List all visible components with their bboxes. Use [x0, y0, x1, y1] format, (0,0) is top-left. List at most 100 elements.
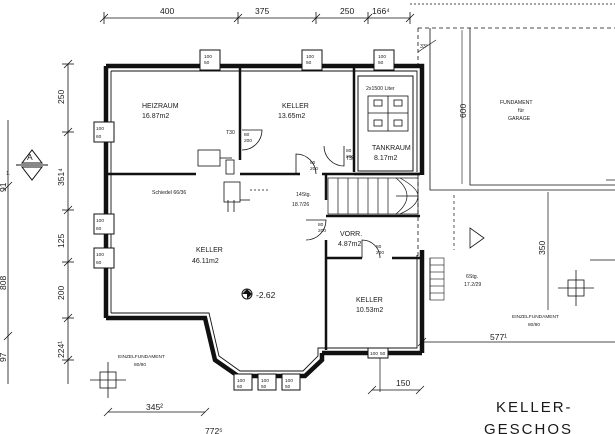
dim-left-200: 200 — [56, 286, 66, 300]
ext-stair-steps: 6Stg. — [466, 274, 478, 280]
einzel-left-size: 80/80 — [134, 362, 146, 368]
stair-steps: 14Stg. — [296, 192, 311, 198]
dim-garage-600: 600 — [458, 104, 468, 118]
dim-166: 166⁴ — [372, 6, 390, 16]
dim-left-250: 250 — [56, 90, 66, 104]
door-3-b: 200 — [310, 166, 318, 172]
win-3-b: 50 — [378, 60, 384, 66]
schiedel-label: Schiedel 66/36 — [152, 190, 186, 196]
win-1-b: 50 — [204, 60, 210, 66]
room-vorr-area: 4.87m2 — [338, 241, 361, 248]
door-2-a: 80 — [346, 148, 352, 154]
plan-title-line-2: GESCHOS — [484, 421, 573, 434]
room-keller-main-name: KELLER — [196, 247, 223, 254]
room-heizraum-name: HEIZRAUM — [142, 103, 179, 110]
garage-label: GARAGE — [508, 116, 531, 122]
section-marker-a — [16, 149, 48, 181]
plan-title-line-1: KELLER- — [496, 399, 573, 416]
dim-250: 250 — [340, 6, 354, 16]
win-4-a: 100 — [96, 126, 104, 132]
dim-772: 772⁵ — [205, 426, 223, 434]
angle-line — [417, 39, 437, 53]
door-1-a: 80 — [244, 132, 250, 138]
win-6-b: 60 — [96, 260, 102, 266]
stair-ratio: 18.7/26 — [292, 202, 309, 208]
bottom-dim-lines — [103, 356, 425, 417]
room-keller-small-area: 10.53m2 — [356, 307, 383, 314]
garage-foundation — [429, 28, 615, 191]
left-dimension-line — [3, 59, 74, 384]
win-5-a: 100 — [96, 218, 104, 224]
dim-350: 350 — [537, 241, 547, 255]
dim-577-line — [417, 337, 615, 347]
win-4-b: 60 — [96, 134, 102, 140]
ext-stair-ratio: 17.2/29 — [464, 282, 481, 288]
door-5-b: 200 — [376, 250, 384, 256]
win-7-b: 60 — [237, 384, 243, 390]
einzel-left-label: EINZELFUNDAMENT — [118, 354, 165, 360]
dim-outer-91: 91 — [0, 182, 8, 192]
dim-400: 400 — [160, 6, 174, 16]
win-10-b: 50 — [380, 351, 386, 357]
garage-outline — [417, 27, 615, 258]
angle-label: 33° — [420, 44, 428, 50]
door-2-b: 200 — [346, 154, 354, 160]
exterior-staircase — [429, 257, 445, 301]
t30-heizraum: T30 — [226, 130, 235, 136]
room-tankraum-name: TANKRAUM — [372, 145, 411, 152]
win-3-a: 100 — [378, 54, 386, 60]
garage-fuer-label: für — [518, 108, 524, 114]
room-keller-small-name: KELLER — [356, 297, 383, 304]
level-value: -2.62 — [256, 290, 276, 300]
section-letter: A — [27, 152, 33, 162]
door-3-a: 80 — [310, 160, 316, 166]
oil-tanks — [367, 95, 409, 132]
dim-left-125: 125 — [56, 234, 66, 248]
dim-577: 577¹ — [490, 332, 507, 342]
inner-walls — [108, 68, 420, 350]
room-tankraum-area: 8.17m2 — [374, 155, 397, 162]
door-5-a: 80 — [376, 244, 382, 250]
garage-fundament-label: FUNDAMENT — [500, 100, 533, 106]
tank-capacity-label: 2x1500 Liter — [366, 86, 395, 92]
room-vorr-name: VORR. — [340, 231, 362, 238]
dim-375: 375 — [255, 6, 269, 16]
right-site-lines — [429, 179, 615, 310]
windows — [93, 49, 395, 391]
room-keller-top-name: KELLER — [282, 103, 309, 110]
top-dimension-line — [99, 3, 615, 24]
main-staircase — [327, 177, 419, 215]
dim-150: 150 — [396, 378, 410, 388]
door-4-a: 80 — [318, 222, 324, 228]
room-keller-top-area: 13.65m2 — [278, 113, 305, 120]
win-1-a: 100 — [204, 54, 212, 60]
win-2-a: 100 — [306, 54, 314, 60]
win-10-a: 100 — [370, 351, 378, 357]
dim-outer-808: 808 — [0, 276, 8, 290]
win-5-b: 60 — [96, 226, 102, 232]
einzel-right-label: EINZELFUNDAMENT — [512, 314, 559, 320]
dim-345: 345² — [146, 402, 163, 412]
win-9-a: 100 — [285, 378, 293, 384]
dim-left-351: 351⁴ — [56, 168, 66, 186]
einzel-right-size: 80/80 — [528, 322, 540, 328]
door-1-b: 200 — [244, 138, 252, 144]
win-8-a: 100 — [261, 378, 269, 384]
doors — [241, 129, 381, 259]
room-heizraum-area: 16.87m2 — [142, 113, 169, 120]
t30-tank: T30 — [346, 156, 355, 162]
right-foundation — [558, 270, 594, 306]
win-9-b: 50 — [285, 384, 291, 390]
win-7-a: 100 — [237, 378, 245, 384]
room-keller-main-area: 46.11m2 — [192, 258, 219, 265]
section-value: 1. — [6, 171, 10, 177]
dim-outer-97: 97 — [0, 352, 8, 362]
left-foundation — [90, 362, 126, 398]
level-marker-icon — [241, 288, 253, 300]
dim-left-224: 224¹ — [56, 341, 66, 358]
win-2-b: 50 — [306, 60, 312, 66]
win-6-a: 100 — [96, 252, 104, 258]
direction-triangle — [469, 227, 485, 249]
door-4-b: 200 — [318, 228, 326, 234]
